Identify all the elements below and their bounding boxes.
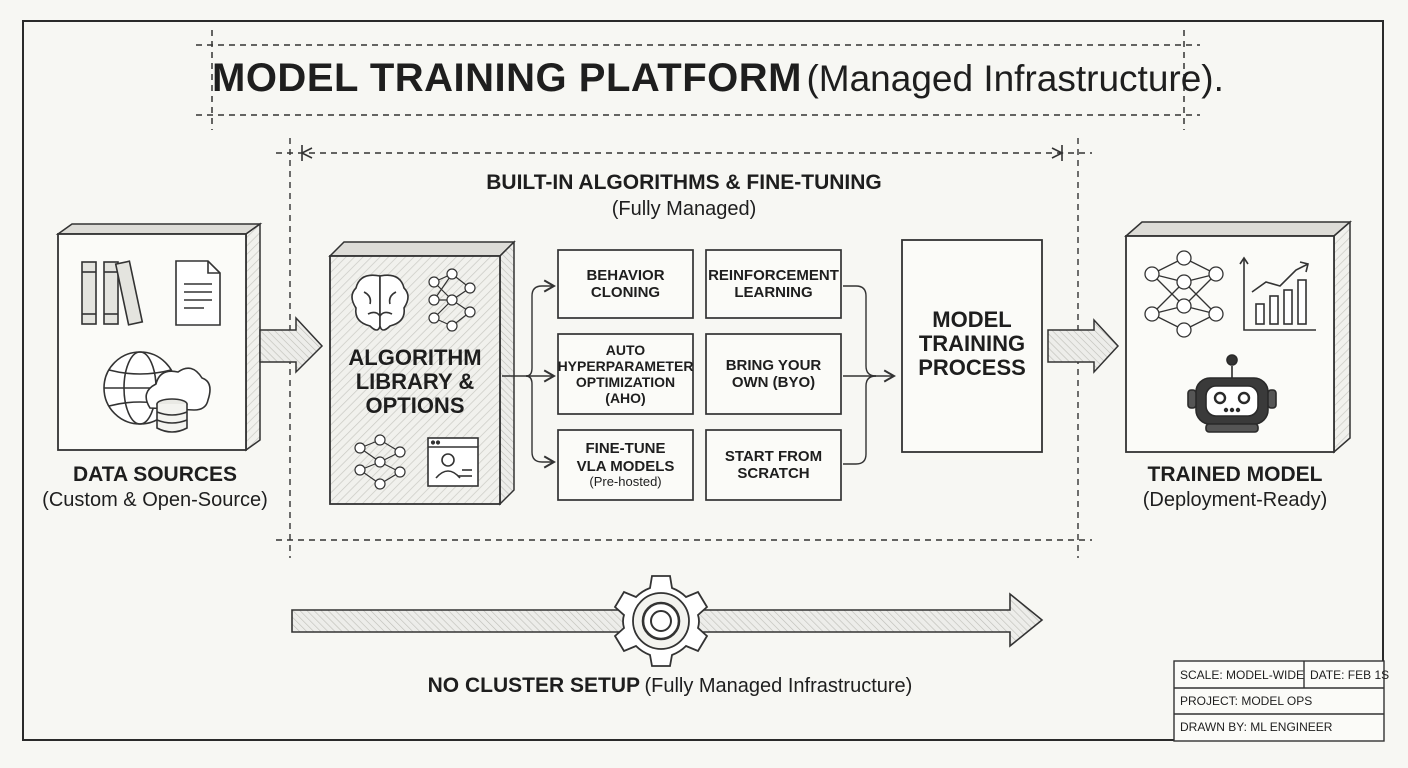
dimension-marks <box>300 145 1064 161</box>
option-label: HYPERPARAMETER <box>557 357 694 374</box>
browser-user-icon <box>427 437 479 487</box>
neural-network-icon <box>1144 250 1224 338</box>
process-label: MODEL TRAINING PROCESS <box>902 296 1042 392</box>
title-block-scale: SCALE: MODEL-WIDE <box>1180 668 1305 682</box>
option-label: SCRATCH <box>737 465 810 482</box>
option-label: FINE-TUNE <box>585 440 666 458</box>
option-label: REINFORCEMENT <box>708 266 839 284</box>
data-sources-sub: (Custom & Open-Source) <box>42 489 268 511</box>
line-chart-icon <box>1239 256 1316 331</box>
neural-network-icon <box>428 268 476 332</box>
algorithm-library-label: ALGORITHM LIBRARY & OPTIONS <box>332 340 498 424</box>
option-boxes <box>557 249 842 501</box>
title-frame <box>196 30 1200 130</box>
page-title: MODEL TRAINING PLATFORM (Managed Infrast… <box>212 56 1224 101</box>
title-block-drawn-by: DRAWN BY: ML ENGINEER <box>1180 720 1333 734</box>
option-aho: AUTO HYPERPARAMETER OPTIMIZATION (AHO) <box>557 334 694 414</box>
algorithms-subheading: (Fully Managed) <box>611 198 757 220</box>
process-line-3: PROCESS <box>918 355 1026 381</box>
gear-icon <box>613 575 709 667</box>
option-label: OPTIMIZATION (AHO) <box>575 374 676 407</box>
option-label: AUTO <box>605 341 646 358</box>
page-title-qualifier: (Managed Infrastructure). <box>806 58 1224 99</box>
brain-icon <box>351 274 409 331</box>
trained-model-sub: (Deployment-Ready) <box>1142 489 1328 511</box>
sheet-border <box>22 20 1384 741</box>
flow-arrow-2 <box>1047 318 1120 374</box>
cloud-database-icon <box>145 367 211 433</box>
data-sources-label: DATA SOURCES <box>72 463 238 486</box>
merge-arrows <box>843 285 896 465</box>
title-block-date: DATE: FEB 1S <box>1310 668 1390 682</box>
process-line-1: MODEL <box>932 306 1012 332</box>
books-icon <box>81 260 144 326</box>
title-block-project: PROJECT: MODEL OPS <box>1180 694 1313 708</box>
trained-model-label: TRAINED MODEL <box>1147 463 1323 486</box>
option-scratch: START FROM SCRATCH <box>706 430 841 500</box>
library-line-1: ALGORITHM <box>348 344 482 370</box>
algorithms-heading: BUILT-IN ALGORITHMS & FINE-TUNING <box>486 171 882 194</box>
option-reinforcement-learning: REINFORCEMENT LEARNING <box>706 250 841 318</box>
branch-arrows <box>502 279 556 469</box>
option-behavior-cloning: BEHAVIOR CLONING <box>558 250 693 318</box>
option-vla: FINE-TUNE VLA MODELS (Pre-hosted) <box>558 430 693 500</box>
trained-model-box <box>1124 220 1352 454</box>
library-line-3: OPTIONS <box>365 393 465 419</box>
title-block-grid <box>1173 660 1385 742</box>
process-box <box>901 239 1043 453</box>
page-title-main: MODEL TRAINING PLATFORM <box>212 56 802 100</box>
library-line-2: LIBRARY & <box>355 368 475 394</box>
infrastructure-sub: (Fully Managed Infrastructure) <box>644 675 913 697</box>
flow-arrow-1 <box>259 316 324 374</box>
option-label: OWN (BYO) <box>731 374 816 391</box>
option-label: (Pre-hosted) <box>589 473 662 489</box>
process-line-2: TRAINING <box>918 330 1026 356</box>
robot-icon <box>1187 354 1277 433</box>
document-icon <box>175 260 221 326</box>
infrastructure-label: NO CLUSTER SETUP <box>427 674 640 697</box>
infrastructure-caption: NO CLUSTER SETUP (Fully Managed Infrastr… <box>330 674 1010 698</box>
option-label: START FROM <box>724 447 823 465</box>
option-label: BEHAVIOR <box>586 266 665 284</box>
neural-network-icon <box>354 434 406 490</box>
option-label: VLA MODELS <box>576 457 675 475</box>
option-label: LEARNING <box>734 284 813 301</box>
option-label: BRING YOUR <box>725 356 822 374</box>
option-byo: BRING YOUR OWN (BYO) <box>706 334 841 414</box>
option-label: CLONING <box>590 284 661 301</box>
